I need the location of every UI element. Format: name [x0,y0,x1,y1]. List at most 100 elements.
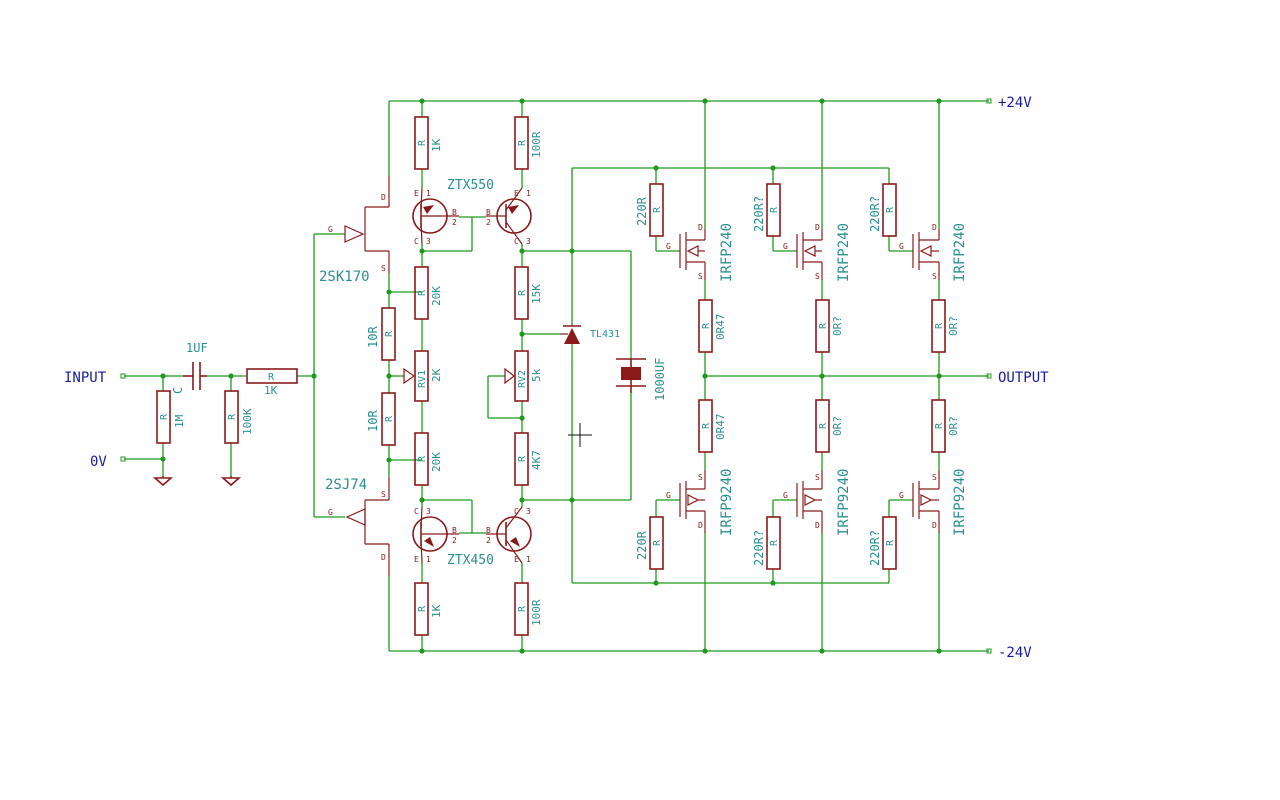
svg-text:220R?: 220R? [752,530,766,566]
svg-text:0R?: 0R? [831,316,844,336]
svg-text:R: R [652,206,663,213]
resistor-20k-bottom [414,432,429,486]
cap-in-ref: C [171,387,185,394]
svg-text:D: D [815,521,820,530]
mos-n-label-3: IRFP240 [952,223,968,282]
ground-icon [152,476,174,487]
resistor-20k-top [414,266,429,320]
resistor-1k-bottom [414,582,429,636]
net-label-output: OUTPUT [998,370,1049,386]
svg-text:3: 3 [426,507,431,516]
svg-text:S: S [932,473,937,482]
svg-text:D: D [381,193,386,202]
jfet-p-label: 2SJ74 [325,477,367,493]
svg-text:R: R [885,206,896,213]
svg-text:R: R [818,422,829,429]
svg-text:3: 3 [526,237,531,246]
bjt-ztx450-left: C 3 E 1 B 2 ZTX450 [412,506,494,568]
svg-text:R: R [268,372,275,383]
bjt-ztx550-right: E 1 C 3 B 2 [486,187,532,246]
svg-text:220R?: 220R? [868,196,882,232]
r-gate-1: 220R [635,196,649,226]
svg-text:G: G [328,225,333,234]
svg-text:S: S [932,272,937,281]
mos-p-label-2: IRFP9240 [836,469,852,536]
svg-text:B: B [486,208,491,217]
mos-p-label-1: IRFP9240 [719,469,735,536]
svg-text:2: 2 [452,536,457,545]
svg-text:R: R [384,415,395,422]
ports: INPUT 0V +24V -24V OUTPUT [64,95,1049,661]
svg-text:R: R [517,455,528,462]
svg-text:D: D [932,521,937,530]
r-in-value: 1K [264,384,278,397]
wires [124,100,989,652]
mos-n-label-2: IRFP240 [836,223,852,282]
svg-text:R: R [517,605,528,612]
junctions [160,98,942,654]
svg-text:R: R [701,322,712,329]
bjt-ztx450-right: C 3 E 1 B 2 [486,506,532,564]
svg-text:D: D [932,223,937,232]
resistor-100r-top [514,116,529,170]
output-stage: R 220R R 220R? R 220R? R 220R R 220R? R … [635,183,968,570]
svg-text:G: G [899,242,904,251]
cap-in-value: 1UF [186,341,208,355]
svg-text:1: 1 [526,555,531,564]
svg-text:1: 1 [526,189,531,198]
svg-text:D: D [381,553,386,562]
svg-text:R: R [769,206,780,213]
resistor-10r-bottom: R 10R [366,392,396,446]
svg-text:R: R [701,422,712,429]
svg-text:0R?: 0R? [831,416,844,436]
svg-text:G: G [666,242,671,251]
svg-text:1: 1 [426,555,431,564]
svg-text:G: G [899,491,904,500]
resistor-15k [514,266,529,320]
svg-text:E: E [414,189,419,198]
jfet-p-2sj74: G D S 2SJ74 [325,477,390,576]
cap-bulk-value: 1000UF [653,358,667,401]
svg-text:C: C [514,237,519,246]
crosshair-cursor-icon [568,423,592,447]
svg-text:0R?: 0R? [947,416,960,436]
mosfet-n-1: G D S [666,223,706,281]
net-label-0v: 0V [90,454,107,470]
svg-text:C: C [414,237,419,246]
tl431-label: TL431 [590,329,620,340]
resistor-10r-top: R 10R [366,307,396,361]
bjt-ztx550-left: E 1 C 3 B 2 ZTX550 [412,178,494,246]
svg-text:S: S [815,473,820,482]
potentiometer-rv2 [514,350,529,402]
r-10r-bottom-value: 10R [366,410,380,432]
svg-text:0R?: 0R? [947,316,960,336]
net-label-plus-24v: +24V [998,95,1032,111]
svg-text:S: S [698,272,703,281]
svg-text:2K: 2K [430,368,443,382]
svg-text:220R: 220R [635,530,649,560]
column-1-parts: R 1K R 20K RV1 2K R 20K R 1K [403,116,443,636]
r-1m-value: 1M [173,414,186,428]
resistor-100k [224,390,239,444]
svg-text:R: R [159,413,170,420]
ground-icon [220,476,242,487]
resistor-1m [156,390,171,444]
svg-text:4K7: 4K7 [530,450,543,470]
resistor-1k-input [246,368,298,384]
svg-text:C: C [514,507,519,516]
svg-text:E: E [414,555,419,564]
svg-text:1K: 1K [430,138,443,152]
jfet-n-2sk170: G D S 2SK170 [319,176,390,285]
pnp-label: ZTX450 [447,553,494,568]
svg-text:20K: 20K [430,452,443,472]
mos-n-label-1: IRFP240 [719,223,735,282]
svg-text:E: E [514,189,519,198]
r-10r-top-value: 10R [366,326,380,348]
svg-text:R: R [417,455,428,462]
svg-text:S: S [381,490,386,499]
capacitor-1000uf: 1000UF [616,358,667,401]
svg-text:R: R [227,413,238,420]
svg-text:R: R [417,139,428,146]
svg-text:15K: 15K [530,284,543,304]
resistor-100r-bottom [514,582,529,636]
